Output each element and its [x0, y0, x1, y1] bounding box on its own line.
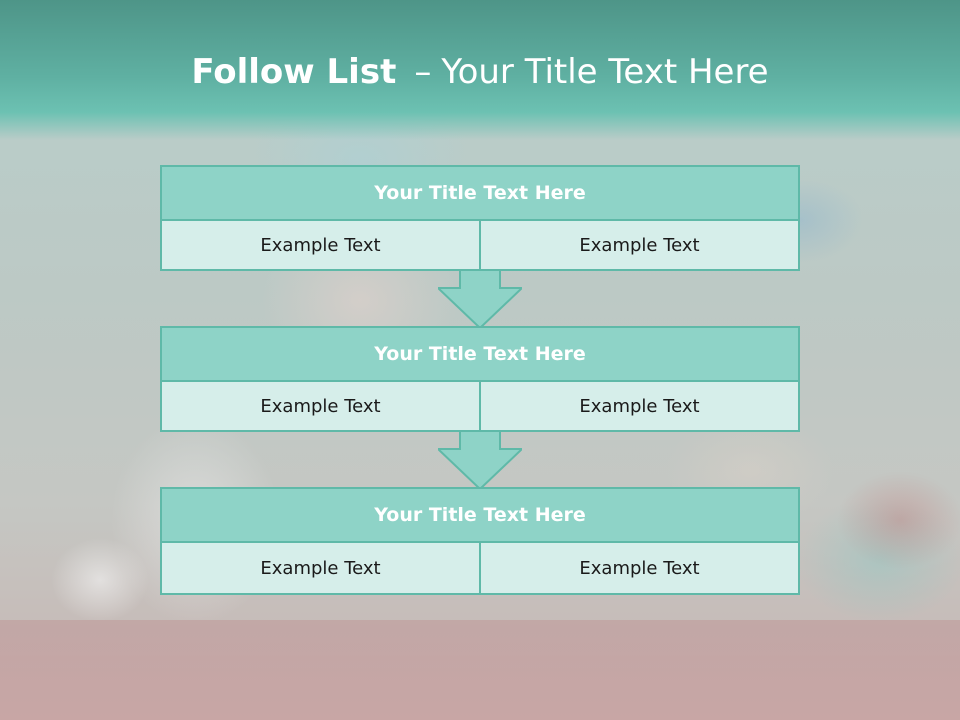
title-rest: Your Title Text Here: [441, 52, 769, 92]
title-bold: Follow List: [191, 52, 397, 92]
step-row: Example Text Example Text: [160, 221, 800, 271]
down-arrow-icon: [438, 270, 522, 328]
step-block-3: Your Title Text Here Example Text Exampl…: [160, 487, 800, 595]
step-cell-right: Example Text: [481, 382, 800, 432]
step-cell-left: Example Text: [160, 221, 481, 271]
step-cell-left: Example Text: [160, 543, 481, 595]
step-row: Example Text Example Text: [160, 543, 800, 595]
background-table: [0, 620, 960, 720]
step-block-1: Your Title Text Here Example Text Exampl…: [160, 165, 800, 271]
step-row: Example Text Example Text: [160, 382, 800, 432]
header-band: [0, 0, 960, 140]
slide-title: Follow List–Your Title Text Here: [0, 52, 960, 92]
step-cell-right: Example Text: [481, 221, 800, 271]
step-title: Your Title Text Here: [160, 487, 800, 543]
step-title: Your Title Text Here: [160, 326, 800, 382]
step-block-2: Your Title Text Here Example Text Exampl…: [160, 326, 800, 432]
down-arrow-icon: [438, 431, 522, 489]
step-title: Your Title Text Here: [160, 165, 800, 221]
step-cell-right: Example Text: [481, 543, 800, 595]
title-separator: –: [414, 52, 432, 92]
step-cell-left: Example Text: [160, 382, 481, 432]
